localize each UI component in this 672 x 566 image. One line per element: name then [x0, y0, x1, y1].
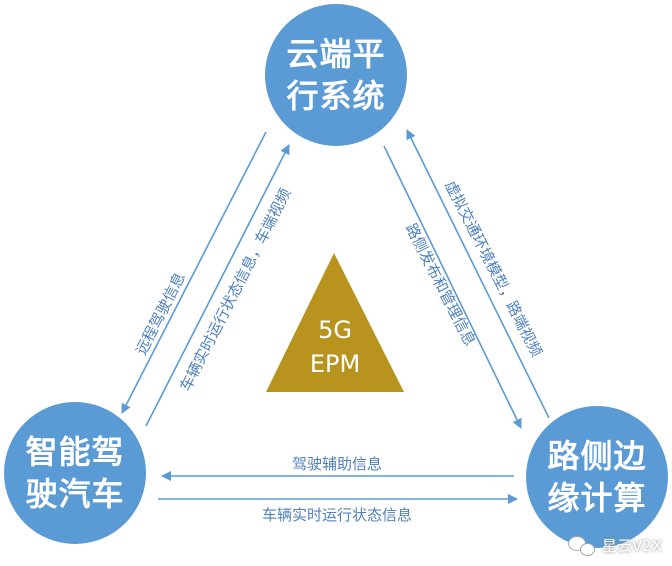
arrow-right-to-top: [406, 129, 550, 419]
node-roadside-edge-computing: 路侧边 缘计算: [522, 402, 672, 552]
arrow-top-to-left: [121, 131, 267, 414]
label-vehicle-status-video: 车辆实时运行状态信息，车端视频: [176, 185, 294, 394]
watermark: 星云V2X: [567, 535, 662, 556]
label-roadside-publish: 路侧发布和管理信息: [402, 220, 479, 348]
center-label-epm: EPM: [310, 350, 360, 378]
node-cloud-parallel-system: 云端平 行系统: [261, 0, 411, 150]
arrow-top-to-right: [383, 145, 522, 429]
node-smart-driving-car: 智能驾 驶汽车: [0, 398, 150, 548]
watermark-text: 星云V2X: [601, 537, 662, 555]
label-vehicle-status: 车辆实时运行状态信息: [262, 506, 412, 524]
node-cloud-label: 云端平 行系统: [286, 35, 386, 115]
center-label-5g: 5G: [318, 316, 352, 344]
label-driving-assist: 驾驶辅助信息: [292, 455, 382, 473]
node-roadside-label: 路侧边 缘计算: [547, 437, 647, 517]
center-triangle: [266, 253, 404, 392]
wechat-icon: [567, 535, 596, 556]
label-remote-driving: 远程驾驶信息: [132, 270, 189, 358]
arrow-left-to-top: [145, 144, 290, 427]
node-car-label: 智能驾 驶汽车: [25, 433, 125, 513]
